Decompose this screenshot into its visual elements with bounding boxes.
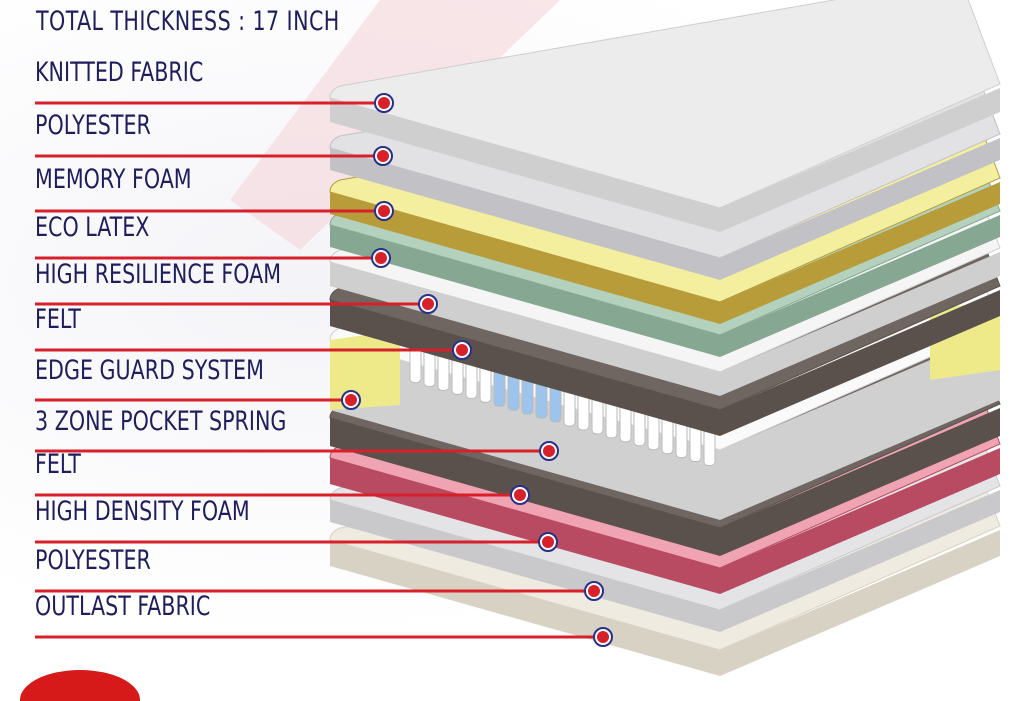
high-resilience-foam-edge [330, 252, 1000, 396]
eco-latex-edge [330, 215, 1000, 357]
marker-dot [378, 97, 390, 109]
outlast-fabric-edge [330, 530, 1000, 676]
layer-label: POLYESTER [35, 545, 151, 576]
marker-dot [456, 344, 468, 356]
marker-dot [588, 585, 600, 597]
marker-dot [542, 536, 554, 548]
layer-label: FELT [35, 304, 81, 335]
layer-label: ECO LATEX [35, 212, 150, 243]
knitted-fabric-surface [329, 0, 1001, 209]
marker-dot [345, 394, 357, 406]
knitted-fabric-edge [330, 88, 1000, 232]
marker-dot [543, 445, 555, 457]
marker-dot [422, 298, 434, 310]
layer-label: 3 ZONE POCKET SPRING [35, 406, 287, 437]
red-decoration [20, 670, 140, 701]
layer-label: OUTLAST FABRIC [35, 591, 211, 622]
marker-dot [375, 252, 387, 264]
layer-label: FELT [35, 449, 81, 480]
layer-label: HIGH RESILIENCE FOAM [35, 259, 282, 290]
layer-label: HIGH DENSITY FOAM [35, 496, 250, 527]
marker-dot [514, 489, 526, 501]
layer-label: MEMORY FOAM [35, 164, 192, 195]
layer-label: POLYESTER [35, 110, 151, 141]
pocket-spring-edge [330, 330, 1000, 520]
polyester-top-edge [330, 138, 1000, 280]
felt-top-edge [330, 290, 1000, 436]
total-thickness-title: TOTAL THICKNESS : 17 INCH [36, 6, 340, 37]
high-density-foam-edge [330, 448, 1000, 594]
marker-dot [378, 205, 390, 217]
layer-label: EDGE GUARD SYSTEM [35, 355, 264, 386]
memory-foam-edge [330, 182, 1000, 324]
marker-dot [377, 150, 389, 162]
layer-label: KNITTED FABRIC [35, 57, 204, 88]
polyester-bottom-edge [330, 490, 1000, 632]
felt-bottom-edge [330, 408, 1000, 556]
marker-dot [597, 631, 609, 643]
